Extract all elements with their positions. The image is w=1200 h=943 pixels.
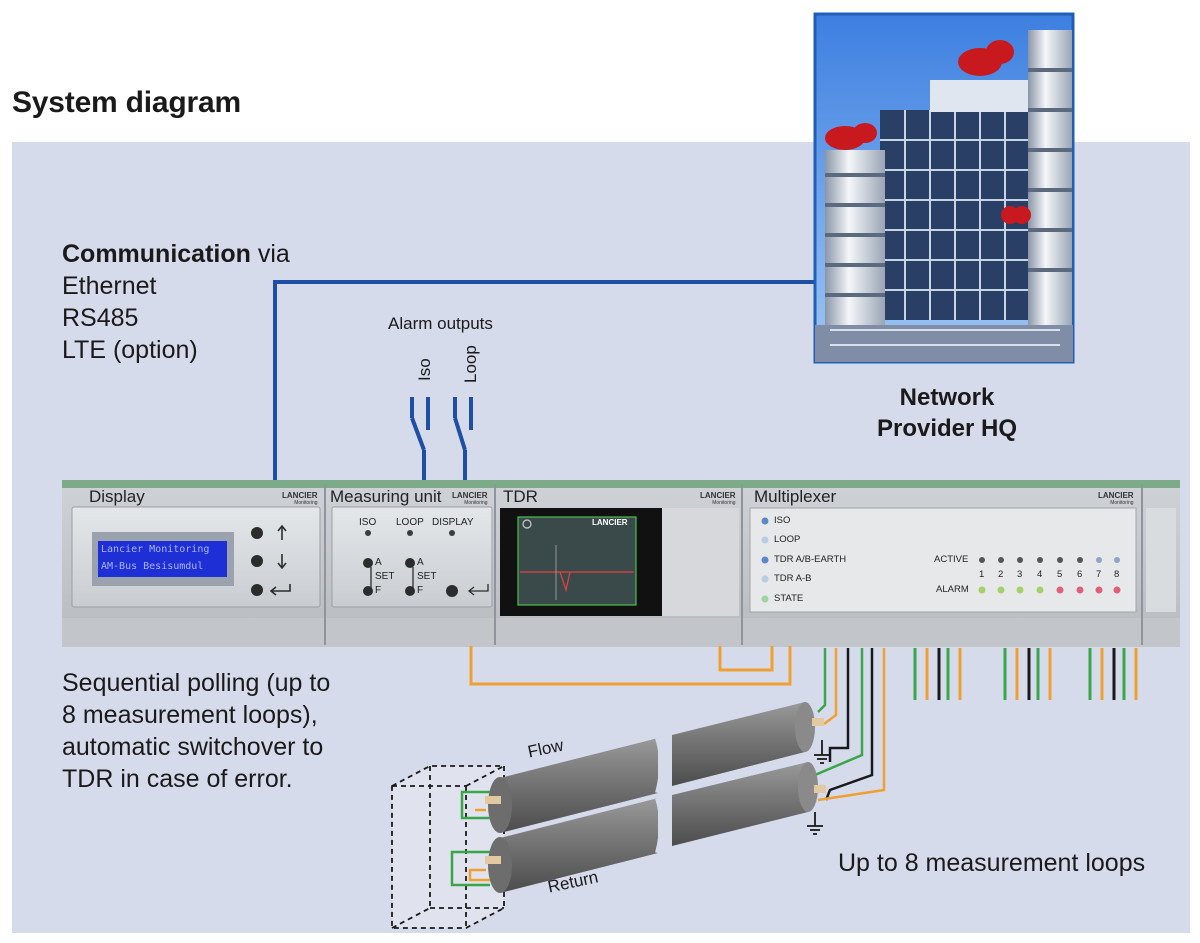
flow-pipe (485, 702, 824, 833)
communication-heading: Communication via (62, 240, 290, 268)
measuring-iso-label: ISO (359, 517, 377, 528)
measuring-f-label: F (375, 585, 382, 596)
alarm-iso-label: Iso (415, 358, 434, 381)
mux-channel-number: 3 (1017, 569, 1023, 580)
chamber-box (391, 765, 505, 929)
device-rail (62, 480, 1180, 647)
mux-status-leds (761, 517, 769, 603)
display-lcd: Lancier Monitoring AM-Bus Besisumdul (98, 541, 227, 577)
measuring-set-label: SET (375, 571, 395, 582)
tdr-loop-wire (469, 646, 792, 686)
mux-channel-number: 1 (979, 569, 985, 580)
alarm-switch-symbols (410, 397, 473, 484)
communication-block: Communication via Ethernet RS485 LTE (op… (62, 238, 290, 366)
measuring-a-label: A (375, 557, 382, 568)
alarm-loop-label: Loop (461, 345, 480, 383)
mux-channel-number: 7 (1096, 569, 1102, 580)
hq-label: Network Provider HQ (876, 384, 1018, 442)
mux-channel-number: 8 (1114, 569, 1120, 580)
mux-channel-number: 4 (1037, 569, 1043, 580)
earth-symbols (807, 740, 830, 835)
mux-channel-number: 6 (1077, 569, 1083, 580)
measuring-set-label: SET (417, 571, 437, 582)
comm-item-rs485: RS485 (62, 304, 139, 332)
mux-led-label: LOOP (774, 534, 801, 545)
mux-led-label: TDR A-B (774, 573, 812, 584)
communication-line (273, 280, 816, 480)
pipe-wires (813, 648, 886, 802)
module-label-measuring-unit: Measuring unit (330, 487, 442, 506)
tdr-brand-logo: LANCIER (592, 518, 628, 527)
comm-item-lte: LTE (option) (62, 336, 198, 364)
page-title: System diagram (12, 86, 241, 119)
measuring-a-label: A (417, 557, 424, 568)
mux-active-label: ACTIVE (934, 554, 969, 565)
module-label-tdr: TDR (503, 487, 538, 506)
measuring-display-label: DISPLAY (432, 517, 474, 528)
module-label-display: Display (89, 487, 145, 506)
return-pipe (485, 762, 826, 893)
mux-channel-number: 5 (1057, 569, 1063, 580)
mux-alarm-label: ALARM (936, 584, 969, 595)
mux-led-label: ISO (774, 515, 791, 526)
measuring-f-label: F (417, 585, 424, 596)
mux-led-label: STATE (774, 593, 804, 604)
sequential-polling-text: Sequential polling (up to 8 measurement … (62, 669, 331, 793)
measuring-loop-label: LOOP (396, 517, 424, 528)
chamber-wires (450, 790, 490, 887)
module-label-multiplexer: Multiplexer (754, 487, 837, 506)
alarm-outputs-title: Alarm outputs (388, 314, 493, 333)
network-provider-hq-photo (813, 12, 1075, 364)
measurement-loops-label: Up to 8 measurement loops (838, 849, 1146, 877)
channel-wires (913, 648, 1138, 700)
comm-item-ethernet: Ethernet (62, 272, 157, 300)
mux-channel-number: 2 (998, 569, 1004, 580)
mux-led-label: TDR A/B-EARTH (774, 554, 847, 565)
mux-channel-leds (978, 557, 1121, 594)
